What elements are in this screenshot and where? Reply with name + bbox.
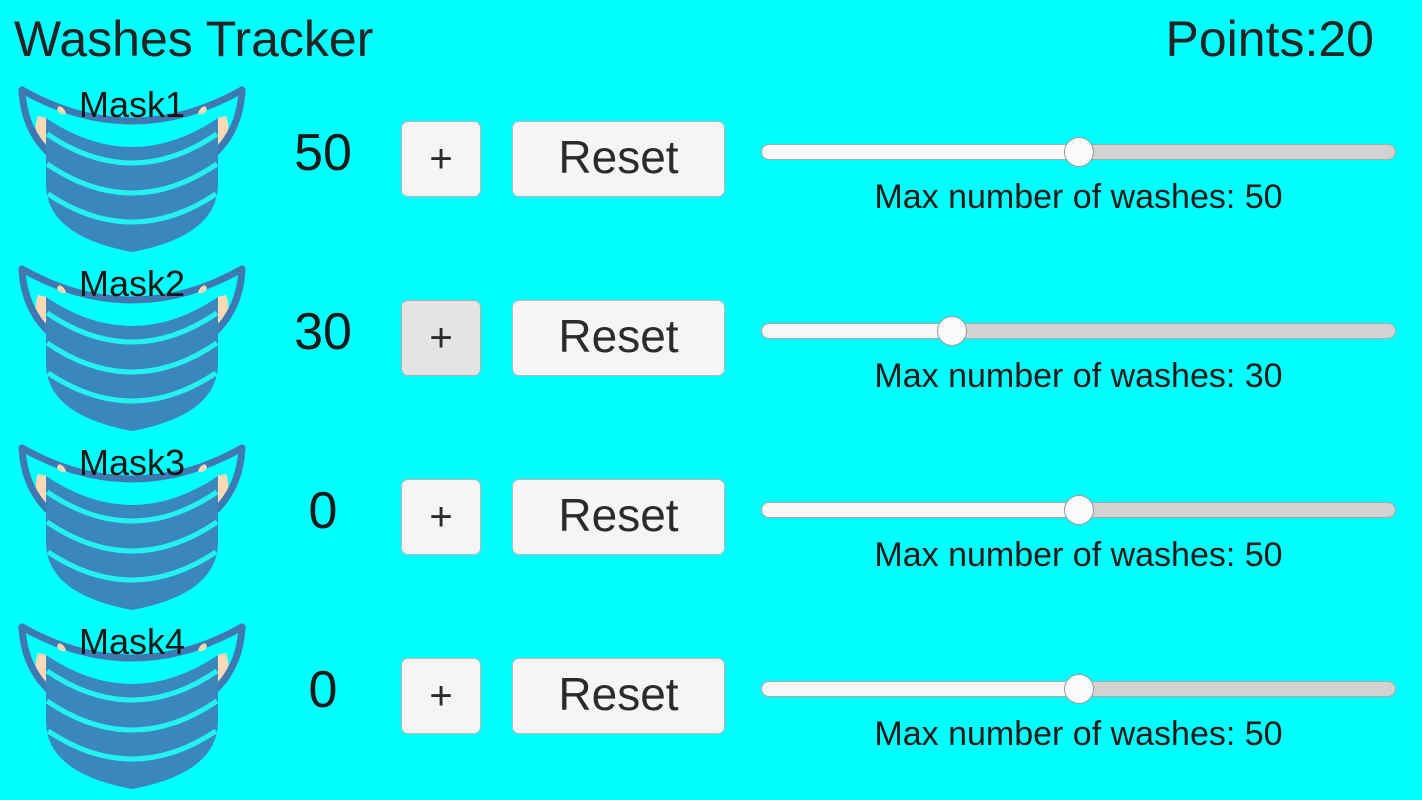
slider-thumb[interactable] (1063, 137, 1094, 167)
increment-button-3[interactable]: + (401, 479, 481, 555)
reset-button-3[interactable]: Reset (512, 479, 725, 555)
max-washes-caption-2: Max number of washes: 30 (874, 357, 1283, 395)
slider-fill (761, 681, 1079, 697)
max-washes-slider-1[interactable] (761, 137, 1396, 167)
app-header: Washes Tracker Points:20 (0, 0, 1422, 78)
max-washes-slider-4[interactable] (761, 674, 1396, 704)
max-washes-slider-3[interactable] (761, 495, 1396, 525)
page-title: Washes Tracker (14, 11, 374, 67)
mask-icon-3: Mask3 (8, 438, 256, 615)
max-washes-caption-1: Max number of washes: 50 (874, 178, 1283, 216)
slider-thumb[interactable] (936, 316, 967, 346)
slider-thumb[interactable] (1063, 495, 1094, 525)
max-washes-caption-4: Max number of washes: 50 (874, 715, 1283, 753)
wash-count-value: 30 (294, 303, 352, 361)
wash-count-value: 0 (308, 661, 338, 719)
reset-button-1[interactable]: Reset (512, 121, 725, 197)
increment-button-1[interactable]: + (401, 121, 481, 197)
mask-row-4: Mask4 0 + Reset Max number of washes: 50 (0, 615, 1422, 794)
mask-icon-2: Mask2 (8, 259, 256, 436)
slider-fill (761, 323, 952, 339)
max-washes-caption-3: Max number of washes: 50 (874, 536, 1283, 574)
slider-fill (761, 502, 1079, 518)
mask-row-3: Mask3 0 + Reset Max number of washes: 50 (0, 436, 1422, 615)
reset-button-4[interactable]: Reset (512, 658, 725, 734)
wash-count-value: 0 (308, 482, 338, 540)
mask-icon-4: Mask4 (8, 617, 256, 794)
reset-button-2[interactable]: Reset (512, 300, 725, 376)
points-counter: Points:20 (1165, 11, 1374, 67)
increment-button-4[interactable]: + (401, 658, 481, 734)
mask-icon-1: Mask1 (8, 80, 256, 257)
increment-button-2[interactable]: + (401, 300, 481, 376)
slider-fill (761, 144, 1079, 160)
mask-row-2: Mask2 30 + Reset Max number of washes: 3… (0, 257, 1422, 436)
slider-thumb[interactable] (1063, 674, 1094, 704)
wash-count-value: 50 (294, 124, 352, 182)
mask-row-1: Mask1 50 + Reset Max number of washes: 5… (0, 78, 1422, 257)
max-washes-slider-2[interactable] (761, 316, 1396, 346)
